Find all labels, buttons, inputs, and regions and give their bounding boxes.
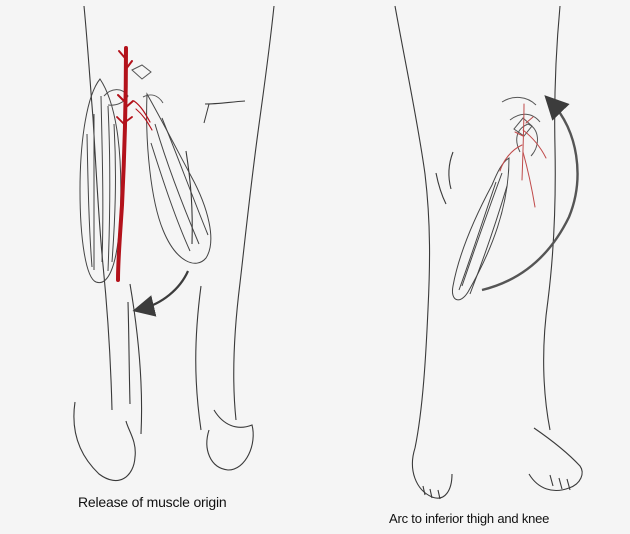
left-vessel (117, 48, 152, 280)
left-muscle-flap (80, 79, 121, 283)
right-leg-drawing (395, 6, 582, 499)
right-arc-arrow (482, 102, 577, 290)
left-muscle-band (147, 94, 211, 263)
left-leg-drawing (74, 6, 274, 481)
left-rotation-arrow (141, 271, 188, 309)
right-knee-detail (502, 97, 540, 156)
right-caption: Arc to inferior thigh and knee (389, 511, 549, 526)
left-knee-detail (104, 65, 163, 105)
right-vessels (500, 104, 546, 207)
right-muscle-flap (452, 158, 509, 300)
left-caption: Release of muscle origin (78, 494, 227, 510)
